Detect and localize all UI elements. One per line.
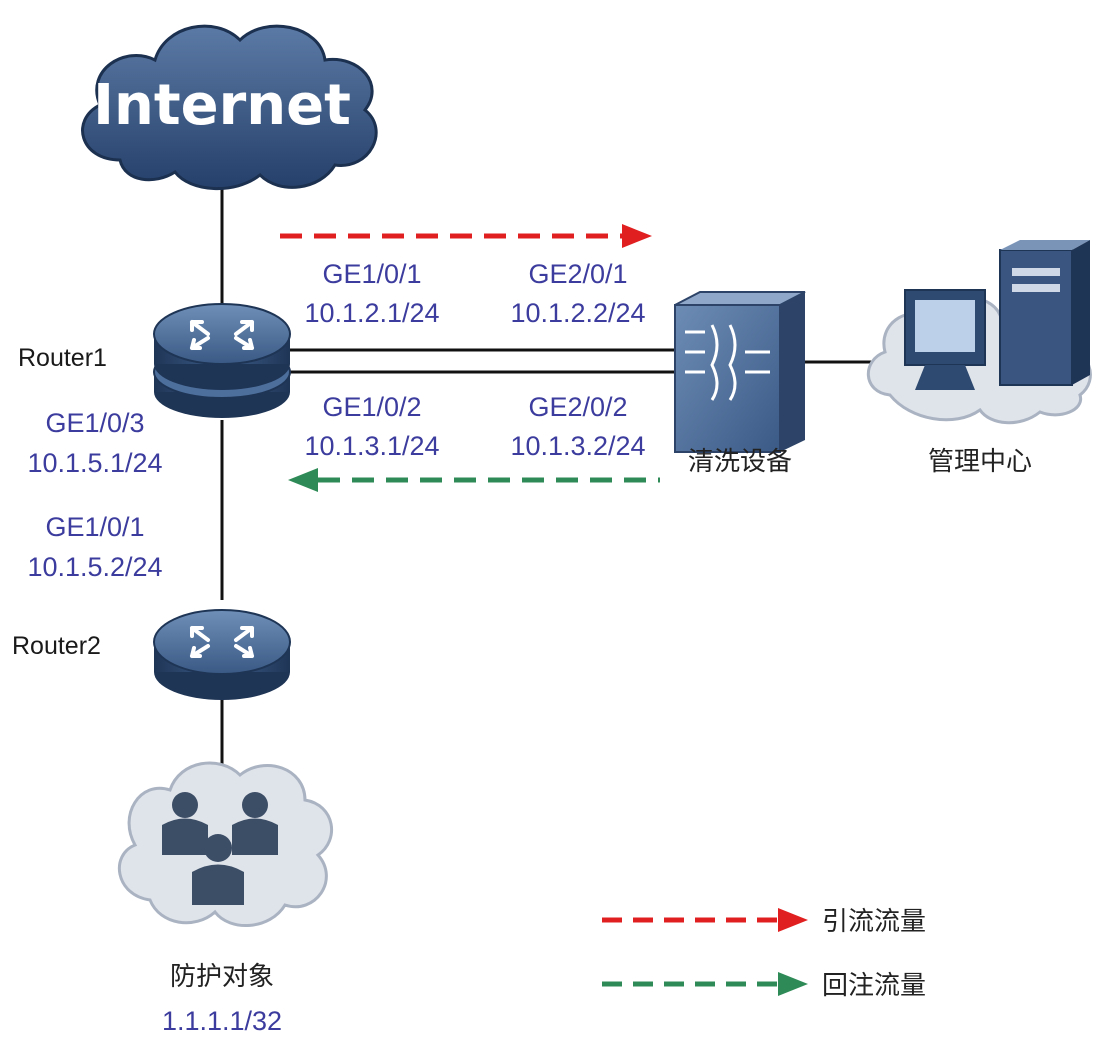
- router-icon: [153, 303, 291, 418]
- r1-ge101-label: GE1/0/1: [322, 259, 421, 289]
- cleaning-device-label: 清洗设备: [688, 447, 792, 477]
- divert-flow-arrow: [280, 224, 652, 248]
- firewall-icon: [674, 291, 806, 453]
- r1-ge101-ip-label: 10.1.2.1/24: [304, 298, 439, 328]
- server-pc-icon: [866, 240, 1092, 425]
- r1-ge102-label: GE1/0/2: [322, 392, 421, 422]
- r2-ge101-ip-label: 10.1.5.2/24: [27, 552, 162, 582]
- r2-ge101-label: GE1/0/1: [45, 512, 144, 542]
- clean-ge201-label: GE2/0/1: [528, 259, 627, 289]
- legend: 引流流量 回注流量: [602, 907, 926, 1001]
- links: [220, 180, 895, 780]
- legend-divert: 引流流量: [602, 907, 926, 937]
- clean-ge201-ip-label: 10.1.2.2/24: [510, 298, 645, 328]
- legend-divert-label: 引流流量: [822, 907, 926, 937]
- user-group-icon: [118, 761, 334, 927]
- protected-object-label: 防护对象: [170, 962, 274, 992]
- r1-ge102-ip-label: 10.1.3.1/24: [304, 431, 439, 461]
- legend-reinject: 回注流量: [602, 971, 926, 1001]
- clean-ge202-ip-label: 10.1.3.2/24: [510, 431, 645, 461]
- router2-label: Router2: [12, 632, 101, 660]
- r1-ge103-ip-label: 10.1.5.1/24: [27, 448, 162, 478]
- router1-label: Router1: [18, 344, 107, 372]
- protected-ip-label: 1.1.1.1/32: [162, 1006, 282, 1036]
- router-icon: [153, 609, 291, 700]
- legend-reinject-label: 回注流量: [822, 971, 926, 1001]
- r1-ge103-label: GE1/0/3: [45, 408, 144, 438]
- interface-labels: GE1/0/1 10.1.2.1/24 GE2/0/1 10.1.2.2/24 …: [27, 259, 645, 582]
- internet-label: Internet: [93, 73, 351, 138]
- device-labels: Router1 Router2 清洗设备 管理中心 防护对象 1.1.1.1/3…: [12, 344, 1032, 1036]
- management-center-label: 管理中心: [928, 447, 1032, 477]
- clean-ge202-label: GE2/0/2: [528, 392, 627, 422]
- cloud-icon: Internet: [81, 24, 378, 191]
- reinject-flow-arrow: [288, 468, 660, 492]
